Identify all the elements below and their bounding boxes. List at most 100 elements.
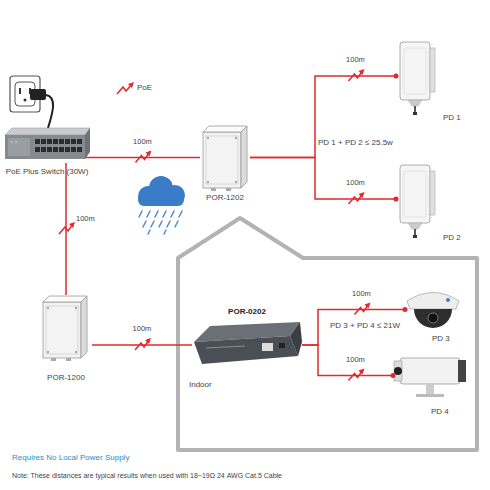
footnote: Note: These distances are typical result… (12, 471, 482, 480)
poe-symbol-head (145, 338, 151, 344)
poe-splitter-icon-part (194, 336, 298, 364)
poe-symbol-line (349, 371, 363, 381)
rain-cloud-part-part (139, 211, 142, 217)
poe-symbol (349, 192, 365, 204)
box-camera-icon-part (416, 394, 444, 397)
switch-icon-part (59, 147, 64, 152)
cable-end-dot (403, 307, 408, 312)
box-camera-icon-part (394, 367, 402, 375)
poe-symbol (349, 369, 365, 381)
rain-cloud-part-part (164, 230, 166, 234)
poe-cable-line (302, 345, 393, 376)
poe-splitter-icon-part (206, 346, 245, 348)
poe-splitter: POR-0202 (192, 320, 302, 370)
note-highlight: Requires No Local Power Supply (12, 453, 312, 462)
distance-label: 100m (337, 289, 387, 298)
cable-end-dot (394, 74, 399, 79)
poe-symbol (135, 338, 151, 350)
switch-icon-part (71, 139, 76, 144)
rain-cloud-part-part (159, 221, 162, 227)
poe-splitter-icon-part (279, 343, 285, 348)
switch-icon-part (65, 147, 70, 152)
poe-cable-line (65, 163, 67, 295)
device-label: PD 1 (443, 113, 483, 122)
poe-cable (59, 163, 75, 295)
power-outlet (10, 76, 53, 128)
poe-symbol (355, 303, 371, 315)
distance-label: 100m (331, 55, 381, 64)
box-camera: PD 4 (393, 353, 473, 398)
poe-cable (250, 158, 399, 205)
switch-icon-part (8, 138, 30, 156)
indoor-house: IndoorPOR-0202PD 3PD 4 (175, 215, 480, 453)
rain-cloud-part (139, 211, 182, 234)
dome-camera: PD 3 (405, 287, 465, 332)
rain-cloud-part-part (151, 221, 154, 227)
dome-camera-icon-part (414, 309, 452, 328)
rain-cloud (138, 176, 185, 234)
poe-symbol-line (136, 153, 150, 163)
device-label: PD 4 (431, 407, 471, 416)
power-budget-label: PD 1 + PD 2 ≤ 25.5w (318, 138, 418, 147)
device-label: POR-1200 (26, 373, 106, 382)
power-outlet-part (30, 89, 46, 100)
switch-icon-part (41, 147, 46, 152)
poe-cable-line (85, 157, 200, 159)
distance-label: 100m (331, 178, 381, 187)
power-outlet-part (24, 99, 27, 102)
switch-icon-part (65, 139, 70, 144)
rain-cloud-part (138, 193, 184, 206)
switch-icon-part (59, 139, 64, 144)
box-camera-icon (394, 358, 466, 397)
poe-splitter-icon-part (262, 343, 273, 351)
poe-symbol-line (349, 194, 363, 204)
power-outlet-part (46, 95, 53, 128)
device-label: POR-1202 (185, 193, 265, 202)
poe-symbol (349, 69, 365, 81)
poe-cable (92, 338, 192, 350)
poe-symbol-head (146, 151, 152, 157)
switch-icon-part (53, 139, 58, 144)
switch-icon-part (5, 135, 85, 159)
switch-icon-part (77, 147, 82, 152)
enclosure-icon (43, 296, 87, 361)
poe-symbol-head (359, 369, 365, 375)
access-point-icon (400, 42, 435, 115)
poe-cable-line (250, 158, 396, 200)
house-outline-shape (178, 218, 477, 450)
rain-cloud-part-part (179, 211, 182, 217)
poe-splitter-icon (194, 322, 302, 364)
power-outlet-part (19, 88, 21, 94)
poe-symbol (59, 222, 75, 234)
box-camera-icon-part (400, 358, 460, 384)
poe-cable (302, 345, 396, 381)
access-point-icon (400, 165, 435, 238)
dome-camera-icon-part (446, 298, 450, 302)
access-point: PD 1 (396, 40, 436, 112)
distance-label: 100m (117, 324, 167, 333)
switch-icon-part (5, 128, 90, 135)
rain-cloud-part-part (147, 211, 150, 217)
outdoor-splitter: POR-1202 (200, 125, 250, 190)
legend-symbol-part (128, 82, 134, 88)
switch-icon-part (53, 147, 58, 152)
poe-cable (85, 151, 200, 163)
poe-symbol-head (359, 69, 365, 75)
poe-symbol-head (365, 303, 371, 309)
device-label: POR-0202 (192, 307, 302, 316)
rain-cloud-part-part (148, 230, 150, 234)
cable-end-dot (391, 373, 396, 378)
poe-symbol-head (69, 222, 75, 228)
legend-text: PoE (137, 83, 177, 92)
poe-symbol-line (59, 224, 73, 234)
rain-cloud-part-part (171, 211, 174, 217)
rain-cloud-part-part (175, 221, 178, 227)
rain-cloud-part-part (155, 211, 158, 217)
enclosure-icon (203, 126, 247, 191)
poe-symbol-line (349, 71, 363, 81)
box-camera-icon-part (426, 384, 434, 394)
outdoor-extender: POR-1200 (40, 295, 92, 363)
poe-symbol-line (135, 340, 149, 350)
power-budget-label: PD 3 + PD 4 ≤ 21W (330, 321, 430, 330)
